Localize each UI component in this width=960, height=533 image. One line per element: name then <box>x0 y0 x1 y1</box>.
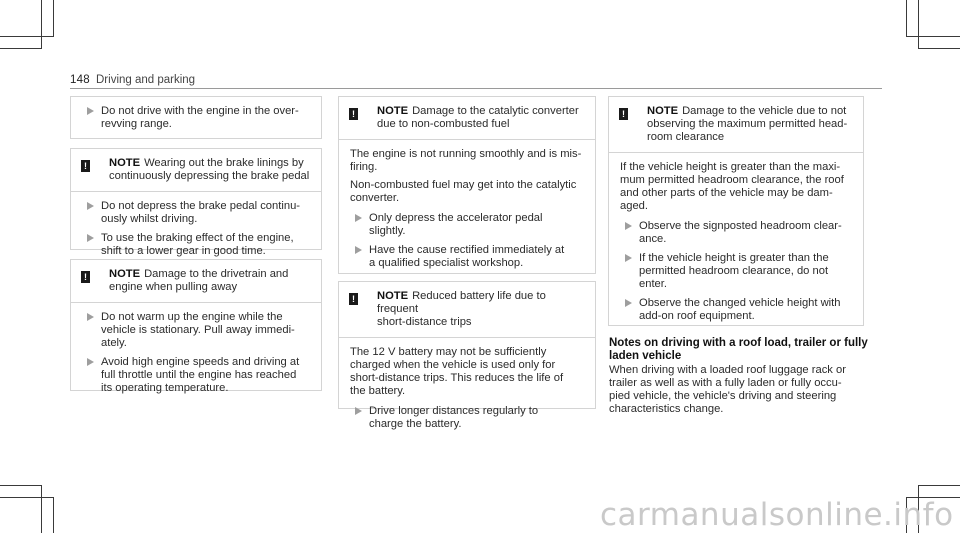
step-text: Drive longer distances regularly to char… <box>369 405 539 430</box>
step-triangle-icon <box>87 107 94 115</box>
crop-mark <box>906 497 960 498</box>
crop-mark <box>0 497 54 498</box>
section-heading: Notes on driving with a roof load, trail… <box>609 337 868 362</box>
instruction-step: Do not warm up the engine while the vehi… <box>71 311 321 350</box>
step-triangle-icon <box>625 299 632 307</box>
instruction-step: Do not drive with the engine in the over… <box>71 105 321 131</box>
note-text: Damage to the drivetrain and engine when… <box>109 268 289 293</box>
instruction-step: Drive longer distances regularly to char… <box>339 405 595 431</box>
note-text: Wearing out the brake linings by continu… <box>109 157 310 182</box>
step-text: Have the cause rectified immediately at … <box>369 244 565 269</box>
step-triangle-icon <box>87 358 94 366</box>
step-triangle-icon <box>87 313 94 321</box>
warning-icon: ! <box>619 108 628 120</box>
warning-icon: ! <box>81 160 90 172</box>
header-rule <box>70 88 882 89</box>
step-text: Observe the changed vehicle height with … <box>639 297 841 322</box>
watermark: carmanualsonline.info <box>600 497 954 533</box>
note-paragraph: If the vehicle height is greater than th… <box>620 161 844 212</box>
crop-mark <box>918 485 919 533</box>
step-text: To use the braking effect of the engine,… <box>101 232 294 257</box>
step-text: Observe the signposted headroom clear- a… <box>639 220 842 245</box>
section-title: Driving and parking <box>96 74 196 86</box>
note-title: NOTE <box>647 105 679 117</box>
crop-mark <box>906 497 907 533</box>
note-text: Damage to the catalytic converter due to… <box>377 105 579 130</box>
step-triangle-icon <box>625 222 632 230</box>
step-text: Only depress the accelerator pedal sligh… <box>369 212 543 237</box>
crop-mark <box>0 48 42 49</box>
note-paragraph: The engine is not running smoothly and i… <box>350 148 582 173</box>
note-paragraph: The 12 V battery may not be sufficiently… <box>350 346 564 397</box>
note-title: NOTE <box>109 268 141 280</box>
crop-mark <box>41 485 42 533</box>
page-header: 148 Driving and parking <box>70 74 882 87</box>
crop-mark <box>53 0 54 36</box>
crop-mark <box>918 0 919 48</box>
crop-mark <box>0 36 54 37</box>
step-triangle-icon <box>355 407 362 415</box>
step-triangle-icon <box>87 234 94 242</box>
instruction-step: Avoid high engine speeds and driving at … <box>71 356 321 395</box>
crop-mark <box>918 485 960 486</box>
crop-mark <box>53 497 54 533</box>
step-triangle-icon <box>355 246 362 254</box>
step-text: Do not drive with the engine in the over… <box>101 105 299 130</box>
warning-icon: ! <box>81 271 90 283</box>
crop-mark <box>918 48 960 49</box>
instruction-step: Observe the signposted headroom clear- a… <box>609 220 863 246</box>
note-text: Damage to the vehicle due to not observi… <box>647 105 848 143</box>
step-triangle-icon <box>355 214 362 222</box>
step-text: Do not depress the brake pedal continu- … <box>101 200 301 225</box>
warning-icon: ! <box>349 108 358 120</box>
note-title: NOTE <box>377 105 409 117</box>
instruction-step: If the vehicle height is greater than th… <box>609 252 863 291</box>
step-triangle-icon <box>87 202 94 210</box>
warning-icon: ! <box>349 293 358 305</box>
note-title: NOTE <box>377 290 409 302</box>
note-text: Reduced battery life due to frequent sho… <box>377 290 546 328</box>
instruction-step: Observe the changed vehicle height with … <box>609 297 863 323</box>
instruction-step: To use the braking effect of the engine,… <box>71 232 321 258</box>
crop-mark <box>41 0 42 48</box>
step-triangle-icon <box>625 254 632 262</box>
body-paragraph: When driving with a loaded roof luggage … <box>609 364 846 415</box>
step-text: Avoid high engine speeds and driving at … <box>101 356 300 394</box>
instruction-step: Do not depress the brake pedal continu- … <box>71 200 321 226</box>
crop-mark <box>906 36 960 37</box>
instruction-step: Have the cause rectified immediately at … <box>339 244 595 270</box>
instruction-step: Only depress the accelerator pedal sligh… <box>339 212 595 238</box>
step-box: Do not drive with the engine in the over… <box>70 96 322 139</box>
note-paragraph: Non-combusted fuel may get into the cata… <box>350 179 577 204</box>
page-number: 148 <box>70 74 90 86</box>
crop-mark <box>906 0 907 36</box>
step-text: Do not warm up the engine while the vehi… <box>101 311 295 349</box>
step-text: If the vehicle height is greater than th… <box>639 252 829 290</box>
note-title: NOTE <box>109 157 141 169</box>
crop-mark <box>0 485 42 486</box>
